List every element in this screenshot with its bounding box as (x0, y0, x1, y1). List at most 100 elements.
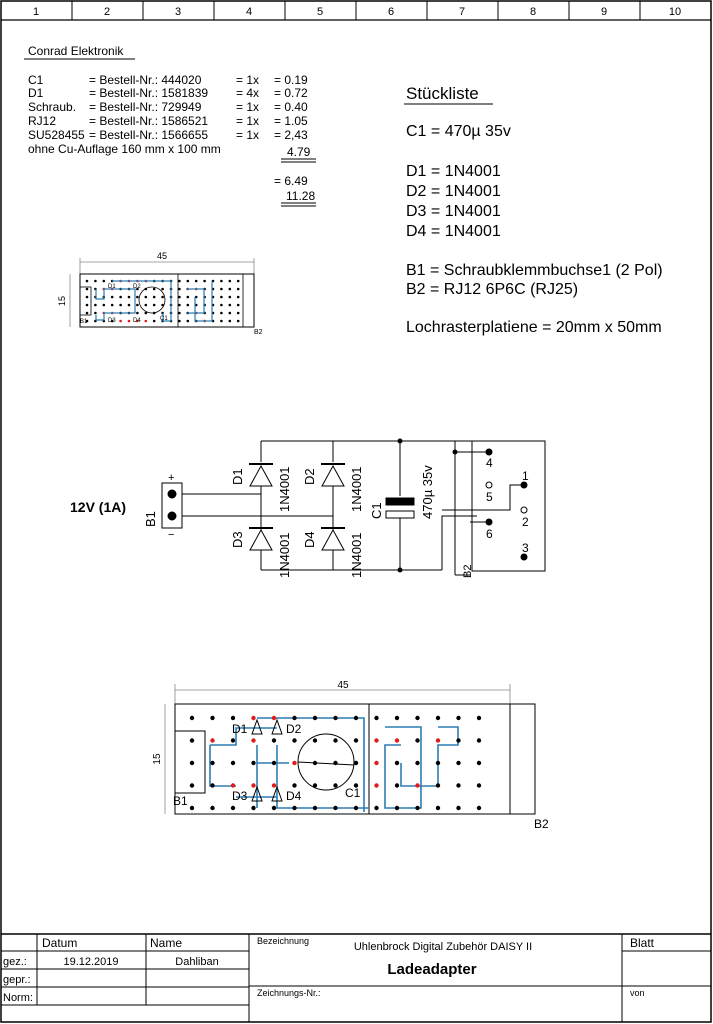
b1-outline (174, 730, 206, 794)
hole (220, 287, 223, 291)
capacitor-c1-marker (297, 761, 355, 766)
hole (292, 738, 297, 743)
hole (189, 738, 195, 743)
circuit-schematic (161, 438, 546, 576)
b2-pin-5 (485, 481, 493, 489)
capacitor-c1-outline (138, 286, 166, 314)
column-header-labels: 1 2 3 4 5 6 7 8 9 10 (33, 6, 681, 18)
hole (271, 738, 277, 743)
column-label-8: 8 (530, 6, 536, 18)
hole (236, 295, 240, 299)
width-dimension: 45 (337, 680, 349, 691)
hole (394, 805, 400, 811)
label-d2: D2 (133, 284, 141, 290)
hole (220, 319, 223, 323)
hole (178, 319, 181, 323)
solder-point (271, 783, 277, 788)
label-b1: B1 (173, 794, 188, 808)
hole (85, 311, 89, 315)
hole (178, 303, 181, 307)
order-number: = Bestell-Nr.: 1581839 (89, 86, 208, 100)
wire-trace (194, 281, 213, 322)
order-number: = Bestell-Nr.: 1566655 (89, 128, 208, 142)
hole (271, 805, 277, 811)
hole (178, 287, 181, 291)
hole (230, 715, 236, 721)
bom-item: C1 = 470µ 35v (406, 123, 511, 140)
label-d3: D3 (108, 318, 116, 324)
hole (353, 715, 359, 721)
hole (271, 760, 277, 766)
hole (136, 311, 139, 315)
row-label-checked: gepr.: (3, 974, 31, 986)
bom-item: D2 = 1N4001 (406, 183, 501, 200)
solder-point (251, 783, 256, 788)
wire-trace (384, 726, 422, 809)
hole (228, 319, 232, 323)
hole (228, 303, 232, 307)
schematic-labels: 12V (1A) B1 + − D1 1N4001 D2 1N4001 D3 1… (70, 456, 529, 578)
label-b2: B2 (534, 817, 549, 831)
bill-of-materials: Stückliste C1 = 470µ 35v D1 = 1N4001 D2 … (404, 84, 663, 336)
hole (230, 738, 236, 743)
subtotal: 4.79 (287, 145, 311, 159)
diode-d3-symbol (251, 785, 263, 802)
hole (353, 783, 359, 788)
hole (353, 805, 359, 811)
label-c1: C1 (160, 316, 168, 322)
hole (144, 303, 148, 307)
d4-type: 1N4001 (349, 532, 364, 578)
solder-point (251, 715, 256, 721)
board-note: ohne Cu-Auflage 160 mm x 100 mm (28, 142, 221, 156)
hole (189, 715, 195, 721)
hole (94, 311, 97, 315)
hole (312, 738, 318, 743)
solder-point (251, 738, 256, 743)
hole (476, 783, 482, 788)
title-block (1, 933, 711, 1022)
hole (119, 295, 122, 299)
terminal-pin-minus (167, 511, 177, 521)
hole (312, 715, 318, 721)
hole (374, 805, 379, 811)
hole (144, 287, 148, 291)
hole (210, 783, 215, 788)
hole (144, 295, 148, 299)
supplier-name: Conrad Elektronik (28, 44, 124, 58)
hole (110, 319, 114, 323)
part-name: D1 (28, 86, 44, 100)
drawn-date: 19.12.2019 (63, 956, 118, 968)
hole (220, 311, 223, 315)
hole (136, 287, 139, 291)
hole (353, 738, 359, 743)
column-label-5: 5 (317, 6, 323, 18)
d3-label: D3 (230, 531, 245, 548)
hole (456, 760, 461, 766)
solder-point (435, 738, 441, 743)
title-block-text: Datum Name gez.: 19.12.2019 Dahliban gep… (3, 936, 655, 1004)
bom-title: Stückliste (406, 84, 479, 103)
drawn-name: Dahliban (175, 956, 218, 968)
solder-point (374, 738, 379, 743)
hole (251, 760, 256, 766)
b2-pin-2 (520, 506, 528, 514)
hole (220, 295, 223, 299)
hole (415, 760, 420, 766)
large-board-layout: 45 15 D1 D2 D3 D4 C1 B1 B2 (152, 680, 549, 831)
diode-d4-symbol (271, 785, 283, 802)
wire-trace (209, 745, 236, 787)
diode-d4-symbol (321, 528, 345, 551)
hole (152, 319, 156, 323)
hole (435, 783, 441, 788)
hole (236, 279, 240, 283)
bom-item: B2 = RJ12 6P6C (RJ25) (406, 281, 578, 298)
row-label-norm: Norm: (3, 992, 33, 1004)
height-dimension: 15 (152, 753, 163, 765)
hole (152, 303, 156, 307)
board-price: = 6.49 (274, 174, 308, 188)
hole (435, 805, 441, 811)
connector-b2 (471, 440, 546, 572)
hole (136, 295, 139, 299)
hole (236, 287, 240, 291)
quantity: = 1x (236, 100, 259, 114)
